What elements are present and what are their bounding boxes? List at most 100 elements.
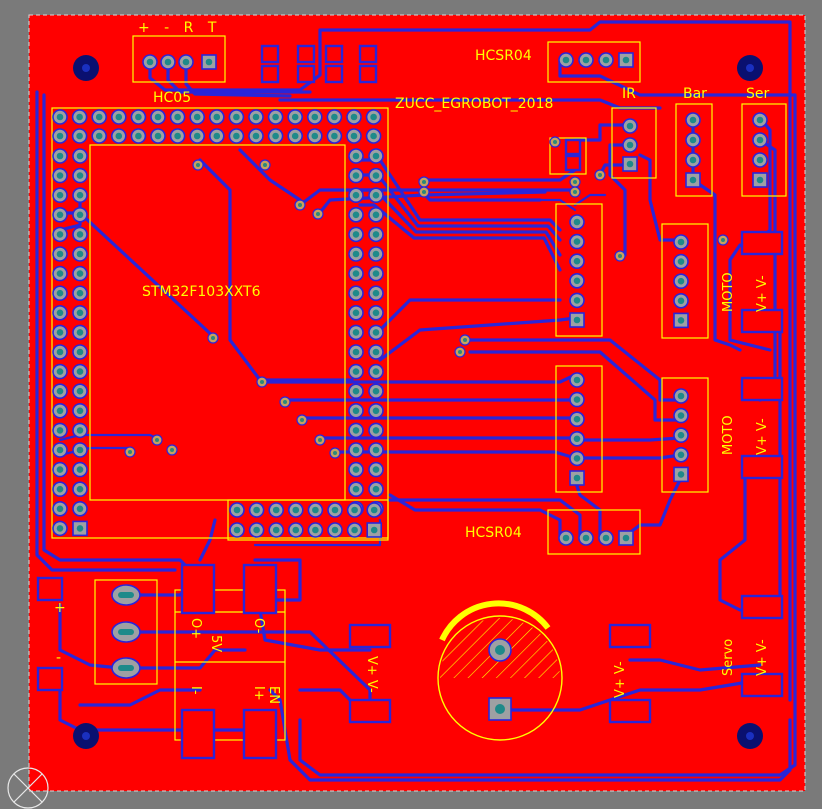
mcu-pin	[368, 344, 384, 360]
mcu-pin	[348, 265, 364, 282]
mcu-pin	[71, 109, 88, 125]
via-hole	[300, 418, 304, 422]
mcu-pin	[72, 422, 88, 439]
mcu-pin	[365, 128, 382, 144]
mcu-pin	[52, 520, 68, 537]
ser-pin	[752, 152, 768, 168]
motor1-label: MOTO	[721, 272, 736, 312]
hcsr04-pin	[598, 530, 614, 546]
via-hole	[283, 400, 287, 404]
mcu-pin	[189, 128, 205, 144]
mcu-pin	[348, 402, 364, 419]
reg-i-minus: I-	[188, 686, 203, 695]
mcu-pin	[346, 502, 363, 518]
hc05-pin	[142, 54, 158, 70]
mcu-pin	[72, 304, 88, 321]
mcu-pin	[268, 502, 285, 518]
mcu-pin	[72, 187, 88, 203]
mcu-pin	[130, 128, 147, 144]
via-hole	[553, 140, 557, 144]
mcu-pin	[72, 246, 88, 262]
mcu-pin	[368, 167, 384, 184]
via-hole	[196, 163, 200, 167]
hcsr04-pin	[558, 530, 574, 546]
mcu-pin	[348, 422, 364, 439]
hc05-pin	[160, 54, 176, 70]
mcu-pin	[248, 128, 264, 144]
mcu-pin	[52, 304, 68, 321]
connector-pin	[569, 312, 585, 328]
mcu-pin	[368, 148, 384, 164]
hcsr04-pin	[578, 530, 594, 546]
hcsr04-pin	[598, 52, 614, 68]
mcu-pin	[169, 109, 186, 125]
connector-pin	[673, 388, 689, 404]
via-hole	[573, 190, 577, 194]
bar-pin	[685, 152, 701, 168]
hc05-outline	[132, 35, 226, 83]
mcu-pin	[368, 265, 384, 282]
connector-pin	[673, 427, 689, 444]
ir-pin	[622, 156, 638, 172]
mcu-pin	[346, 109, 362, 125]
mcu-pin	[72, 285, 88, 302]
circle-cross-icon	[7, 767, 49, 809]
mcu-pin	[189, 109, 205, 125]
via-hole	[618, 254, 622, 258]
connector-pin	[569, 411, 585, 428]
connector-pin	[569, 372, 585, 388]
mcu-pin	[209, 109, 225, 125]
via-hole	[170, 448, 174, 452]
mcu-pin	[327, 522, 343, 538]
mcu-pin	[348, 442, 364, 458]
via-hole	[333, 451, 337, 455]
mcu-pin	[91, 128, 107, 144]
bar-pin	[685, 172, 701, 188]
mcu-pin	[348, 324, 364, 341]
mcu-pin	[52, 363, 68, 380]
connector-pin	[569, 391, 585, 408]
mcu-pin	[346, 128, 362, 144]
mcu-pin	[248, 522, 265, 538]
mcu-pin	[368, 461, 384, 478]
via-hole	[263, 163, 267, 167]
mcu-pin	[72, 148, 88, 164]
via-hole	[298, 203, 302, 207]
mcu-pin	[306, 128, 323, 144]
mcu-pin	[209, 128, 225, 144]
via-hole	[422, 180, 426, 184]
mcu-pin	[72, 344, 88, 360]
mcu-pin	[348, 148, 364, 164]
mcu-pin	[287, 502, 304, 518]
mcu-pin	[368, 442, 384, 458]
connector-pin	[673, 273, 689, 290]
connector-pin	[673, 292, 689, 309]
mcu-pin	[111, 109, 127, 125]
connector-pin	[569, 253, 585, 270]
mcu-pin	[52, 344, 68, 360]
mcu-pin	[52, 402, 68, 419]
vias	[124, 136, 729, 459]
hcsr04-top-label: HCSR04	[475, 48, 532, 64]
bar-pin	[685, 132, 701, 148]
mcu-pin	[368, 226, 384, 243]
mcu-pin	[71, 128, 88, 144]
power-terminal[interactable]	[111, 584, 141, 679]
mcu-pin	[268, 522, 285, 538]
mcu-pin	[368, 304, 384, 321]
via-hole	[318, 438, 322, 442]
mcu-pin	[72, 167, 88, 184]
connector-pin	[569, 292, 585, 309]
mcu-pin	[368, 363, 384, 380]
via-hole	[721, 238, 725, 242]
mcu-pin	[52, 109, 68, 125]
mcu-pin	[52, 246, 68, 262]
mcu-pin	[72, 520, 88, 537]
reg-en: EN	[266, 686, 281, 704]
mcu-pin	[52, 422, 68, 439]
reg-i-plus: I+	[251, 686, 266, 701]
mcu-pin	[72, 363, 88, 380]
mcu-pin	[287, 109, 304, 125]
ser-label: Ser	[746, 86, 770, 102]
